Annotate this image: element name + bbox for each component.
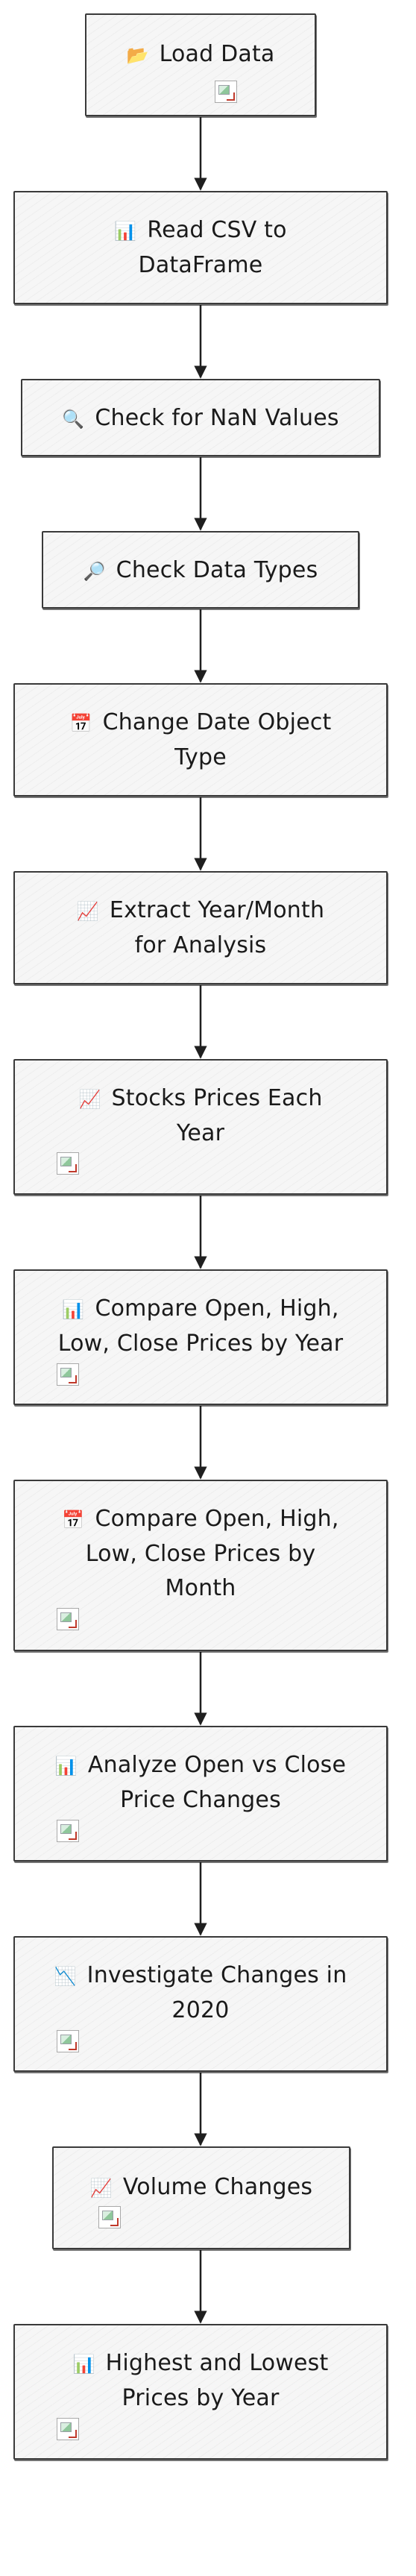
flow-node-load: 📂 Load Data: [85, 13, 316, 116]
bar-chart-icon: 📊: [72, 2354, 95, 2375]
trend-up-icon: 📈: [89, 2178, 113, 2199]
broken-image-icon: [57, 1363, 79, 1386]
broken-image-icon: [57, 1820, 79, 1842]
flow-node-label: 🔎 Check Data Types: [54, 553, 347, 588]
magnifier-right-icon: 🔎: [83, 561, 106, 582]
trend-up-icon: 📈: [76, 901, 99, 922]
calendar-icon: 📅: [69, 713, 92, 734]
flow-node-check-types: 🔎 Check Data Types: [42, 531, 359, 609]
flow-node-volume: 📈 Volume Changes: [52, 2146, 350, 2249]
broken-image-icon: [98, 2206, 121, 2228]
flow-node-label: 📊Compare Open, High,Low, Close Prices by…: [25, 1292, 376, 1361]
flow-node-text: Check for NaN Values: [95, 405, 339, 431]
magnifier-left-icon: 🔍: [62, 409, 85, 430]
calendar-icon: 📅: [62, 1510, 85, 1530]
trend-down-icon: 📉: [54, 1966, 77, 1987]
flow-node-text: Volume Changes: [122, 2174, 313, 2200]
flow-node-text: Check Data Types: [116, 557, 318, 583]
bar-chart-icon: 📊: [54, 1756, 78, 1777]
flow-node-text: Compare Open, High,Low, Close Prices by …: [57, 1295, 344, 1357]
flow-node-compare-month: 📅Compare Open, High,Low, Close Prices by…: [13, 1480, 388, 1651]
folder-icon: 📂: [126, 45, 149, 66]
flow-node-check-nan: 🔍 Check for NaN Values: [21, 379, 380, 456]
broken-image-icon: [57, 1152, 79, 1175]
bar-chart-icon: 📊: [114, 221, 137, 242]
broken-image-icon: [57, 2418, 79, 2440]
bar-chart-icon: 📊: [62, 1299, 85, 1320]
flow-node-text: Load Data: [159, 41, 275, 67]
flow-node-compare-year: 📊Compare Open, High,Low, Close Prices by…: [13, 1269, 388, 1405]
broken-image-icon: [57, 1608, 79, 1630]
broken-image-icon: [215, 81, 237, 103]
flow-node-label: 📅Compare Open, High,Low, Close Prices by…: [25, 1502, 376, 1606]
trend-up-icon: 📈: [78, 1089, 101, 1110]
broken-image-icon: [57, 2030, 79, 2052]
flow-node-label: 📈 Volume Changes: [64, 2170, 338, 2205]
flow-node-label: 🔍 Check for NaN Values: [33, 401, 368, 436]
flow-node-label: 📂 Load Data: [97, 37, 304, 72]
